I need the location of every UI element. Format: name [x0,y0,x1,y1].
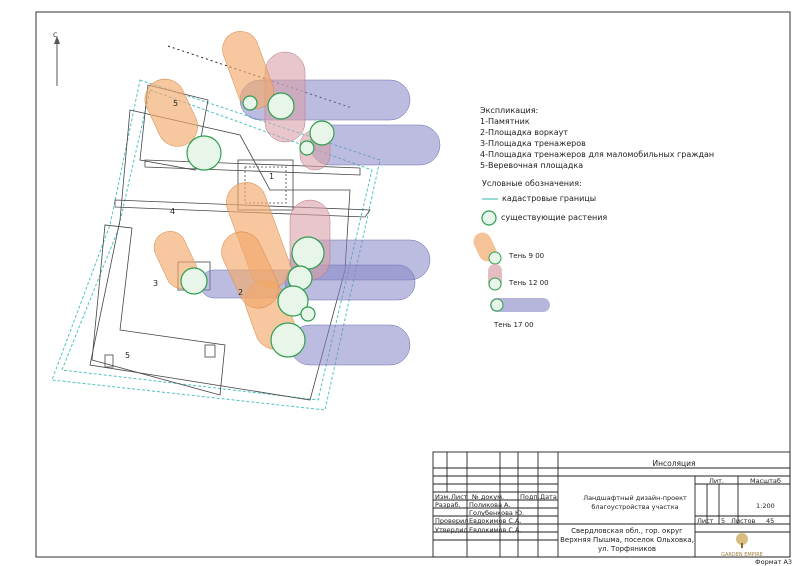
project-name: Ландшафтный дизайн-проект благоустройств… [583,494,687,511]
name-utv: Евдокимов С.А. [469,526,522,534]
sheets-label: Листов [731,517,756,525]
legend-cadastral: кадастровые границы [502,194,597,203]
north-arrow-label: С [53,31,58,39]
tree-icon [291,236,325,270]
title-block [432,451,791,558]
tree-icon [309,120,335,146]
explication-item: 5-Веревочная площадка [480,161,584,170]
sheet-format: Формат А3 [755,558,793,566]
tree-icon [300,306,316,322]
sheet-label: Лист [697,517,714,525]
tree-icon [277,285,309,317]
name-razrab: Поликова А. [469,501,511,509]
tree-icon [299,140,315,156]
legend-title: Условные обозначения: [482,179,582,188]
explication-item: 4-Площадка тренажеров для маломобильных … [480,150,715,159]
explication-item: 3-Площадка тренажеров [480,139,586,148]
sheet-value: 5 [721,517,726,525]
legend-shadow-17: Тень 17 00 [494,321,534,329]
explication-item: 1-Памятник [480,117,530,126]
scale-value: 1:200 [756,502,775,510]
header-date: Дата [540,493,557,501]
explication-title: Экспликация: [480,106,539,115]
zone-label-1: 1 [269,172,275,181]
legend-symbols [473,198,550,312]
zone-label-2: 2 [238,288,244,297]
existing-plants-group [180,92,335,358]
name-prov: Евдокимов С.А. [469,517,522,525]
explication-item: 2-Площадка воркаут [480,128,569,137]
header-doc: № докум. [472,493,505,501]
header-izm: Изм. [435,493,451,501]
sheet-frame [35,11,791,558]
scale-label: Масштаб [750,477,781,485]
header-sign: Подп. [520,493,540,501]
legend-shadow-9: Тень 9 00 [509,252,545,260]
sheet-name: Инсоляция [652,459,696,468]
explication: Экспликация: 1-Памятник 2-Площадка ворка… [480,105,714,171]
logo-text: GARDEN EMPIRE [721,552,763,558]
role-utv: Утвердил [435,526,468,534]
tree-logo-icon [736,533,748,548]
project-address: Свердловская обл., гор. округ Верхняя Пы… [560,527,694,553]
tree-icon [186,135,222,171]
tree-icon [270,322,306,358]
legend-shadow-12: Тень 12 00 [509,279,549,287]
zone-label-4: 4 [170,207,176,216]
zone-label-3: 3 [153,279,159,288]
tree-icon [267,92,295,120]
zone-label-5a: 5 [173,99,179,108]
plant-legend-icon [481,210,497,226]
role-razrab: Разраб. [435,501,461,509]
company-logo: GARDEN EMPIRE [712,532,772,558]
role-prov: Проверил [435,517,469,525]
tree-icon [180,267,208,295]
name-second: Голубенкова Ю. [469,509,525,517]
north-arrow-icon [54,36,60,86]
header-list: Лист [451,493,468,501]
tree-icon [242,95,258,111]
legend-plants: существующие растения [501,213,608,222]
zone-label-5b: 5 [125,351,131,360]
lit-label: Лит. [709,477,724,485]
sheets-value: 45 [766,517,775,525]
